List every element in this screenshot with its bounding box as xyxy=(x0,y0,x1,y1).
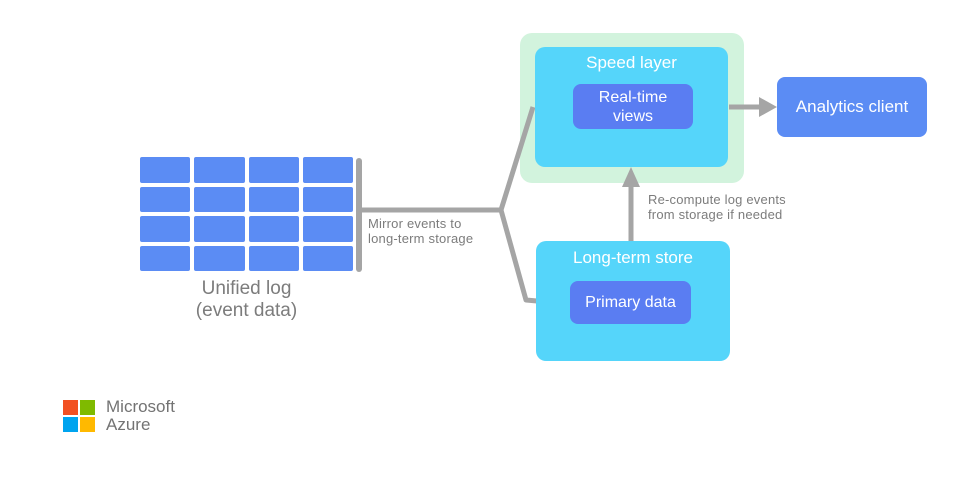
log-partition-cell xyxy=(194,157,245,183)
log-partition-cell xyxy=(248,245,299,271)
speed-layer-title: Speed layer xyxy=(586,53,677,72)
log-partition-cell xyxy=(140,245,191,271)
log-partition-cell xyxy=(194,186,245,212)
log-partition-cell xyxy=(248,186,299,212)
unified-log-grid xyxy=(140,157,353,271)
mirror-events-note-line2: long-term storage xyxy=(368,231,474,246)
microsoft-logo-icon xyxy=(63,400,95,432)
log-partition-cell xyxy=(302,216,353,242)
microsoft-azure-wordmark: Microsoft Azure xyxy=(106,398,175,434)
primary-data-label: Primary data xyxy=(585,293,676,311)
log-partition-cell xyxy=(194,216,245,242)
real-time-views-box: Real-time views xyxy=(573,84,693,129)
fork-line-to-speed-layer xyxy=(362,106,536,213)
log-partition-cell xyxy=(140,186,191,212)
log-partition-cell xyxy=(302,186,353,212)
recompute-note-line1: Re-compute log events xyxy=(648,192,786,207)
arrow-speed-to-analytics-head xyxy=(759,97,777,117)
log-partition-cell xyxy=(302,245,353,271)
log-partition-cell xyxy=(140,157,191,183)
azure-wordmark-line2: Azure xyxy=(106,415,151,434)
log-partition-cell xyxy=(248,216,299,242)
unified-log-caption-line2: (event data) xyxy=(195,300,298,321)
ms-logo-red-square xyxy=(63,400,78,415)
microsoft-wordmark-line1: Microsoft xyxy=(106,397,175,416)
fork-line-to-long-term-store xyxy=(498,209,538,304)
long-term-store-title: Long-term store xyxy=(573,248,693,267)
mirror-events-note: Mirror events to long-term storage xyxy=(368,216,473,246)
ms-logo-yellow-square xyxy=(80,417,95,432)
primary-data-box: Primary data xyxy=(570,281,691,324)
ms-logo-green-square xyxy=(80,400,95,415)
microsoft-azure-logo: Microsoft Azure xyxy=(63,398,175,434)
recompute-note-line2: from storage if needed xyxy=(648,207,783,222)
unified-log-caption: Unified log (event data) xyxy=(120,278,373,322)
log-partition-cell xyxy=(140,216,191,242)
recompute-note: Re-compute log events from storage if ne… xyxy=(648,192,786,222)
log-partition-cell xyxy=(194,245,245,271)
log-partition-cell xyxy=(302,157,353,183)
log-partition-cell xyxy=(248,157,299,183)
ms-logo-blue-square xyxy=(63,417,78,432)
real-time-views-label-line1: Real-time xyxy=(598,88,668,106)
real-time-views-label-line2: views xyxy=(612,107,653,125)
unified-log-caption-line1: Unified log xyxy=(201,278,292,299)
mirror-events-note-line1: Mirror events to xyxy=(368,216,462,231)
analytics-client-box: Analytics client xyxy=(777,77,927,137)
analytics-client-label: Analytics client xyxy=(795,97,909,116)
